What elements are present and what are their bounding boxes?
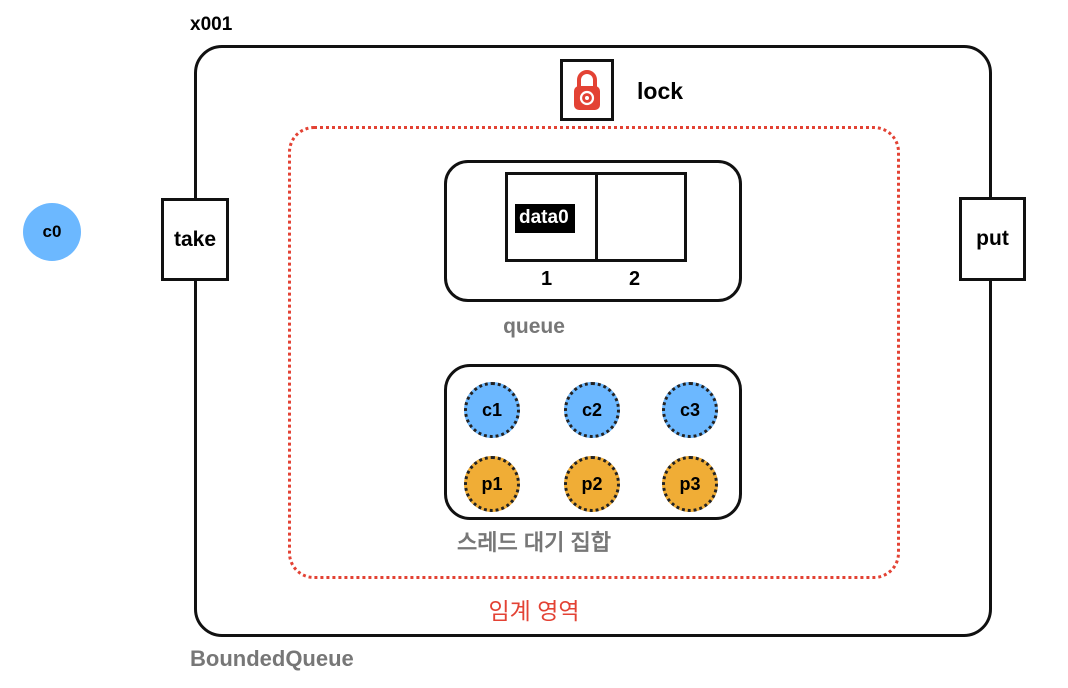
thread-c2: c2 [564, 382, 620, 438]
queue-container [444, 160, 742, 302]
queue-slot-1-index: 1 [541, 268, 553, 290]
thread-c3: c3 [662, 382, 718, 438]
take-label: take [173, 227, 217, 251]
queue-slot-1-value: data0 [515, 204, 575, 233]
thread-wait-set [444, 364, 742, 520]
thread-p3-label: p3 [679, 473, 701, 494]
bounded-queue-object [194, 45, 992, 637]
thread-c0-label: c0 [42, 222, 62, 241]
thread-p1-label: p1 [481, 473, 503, 494]
thread-p2: p2 [564, 456, 620, 512]
thread-p2-label: p2 [581, 473, 603, 494]
class-name-label: BoundedQueue [190, 646, 354, 671]
queue-slots [505, 172, 687, 262]
padlock-icon [574, 70, 600, 110]
lock-label: lock [637, 78, 684, 104]
queue-slot-2-index: 2 [629, 268, 641, 290]
take-method-port: take [161, 198, 229, 281]
put-method-port: put [959, 197, 1026, 281]
put-label: put [976, 227, 1009, 250]
critical-section-region [288, 126, 900, 579]
thread-c2-label: c2 [581, 399, 603, 420]
thread-c0: c0 [23, 203, 81, 261]
thread-p1: p1 [464, 456, 520, 512]
thread-c3-label: c3 [679, 399, 701, 420]
queue-label: queue [503, 315, 565, 338]
critical-section-label: 임계 영역 [488, 598, 580, 624]
thread-c1-label: c1 [481, 399, 503, 420]
object-id-label: x001 [190, 14, 233, 35]
queue-slot-2 [594, 175, 685, 259]
thread-p3: p3 [662, 456, 718, 512]
thread-c1: c1 [464, 382, 520, 438]
wait-set-label: 스레드 대기 집합 [457, 530, 611, 555]
lock-box [560, 59, 614, 121]
